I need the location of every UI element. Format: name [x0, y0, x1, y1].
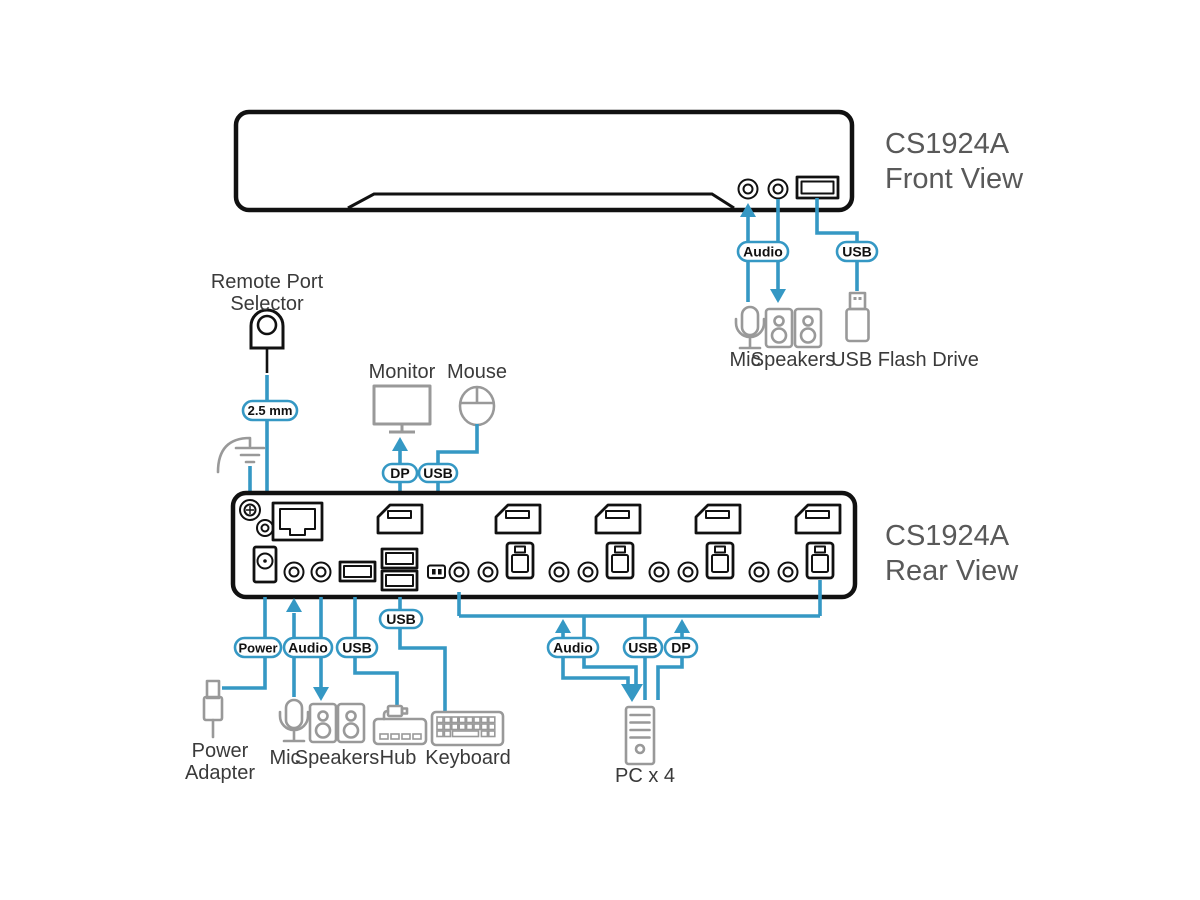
front-device — [233, 109, 855, 213]
pc-dp-pill: DP — [663, 636, 699, 659]
rear-title-line1: CS1924A — [885, 520, 1010, 552]
hub-usb-port — [338, 560, 377, 583]
front-audio-pill: Audio — [736, 240, 790, 263]
arrow-up-pc-dp — [674, 619, 690, 633]
pc-tower-icon — [624, 705, 656, 766]
svg-text:USB: USB — [386, 611, 416, 627]
keyboard-label: Keyboard — [425, 747, 511, 769]
arrow-up-monitor — [392, 437, 408, 451]
arrow-up-pc-audio — [555, 619, 571, 633]
front-recess — [347, 192, 735, 210]
svg-text:Power: Power — [238, 641, 277, 656]
svg-text:DP: DP — [390, 465, 409, 481]
flash-drive-label: USB Flash Drive — [831, 349, 979, 371]
rear-speakers-label: Speakers — [295, 747, 380, 769]
front-speaker1-icon — [764, 307, 794, 349]
front-speaker-port — [767, 178, 789, 200]
power-adapter-label1: Power — [192, 740, 249, 762]
lan-port — [271, 501, 324, 542]
remote-selector-label2: Selector — [230, 293, 304, 315]
front-mic-label: Mic — [729, 349, 760, 371]
console-dp-pill: DP — [381, 462, 419, 484]
monitor-icon — [372, 384, 432, 434]
monitor-label: Monitor — [369, 361, 436, 383]
front-speakers-label: Speakers — [751, 349, 836, 371]
svg-text:USB: USB — [423, 465, 453, 481]
rear-device — [230, 490, 858, 600]
front-title-line1: CS1924A — [885, 128, 1010, 160]
hub-icon — [372, 704, 428, 746]
console-usb-port-top — [380, 547, 419, 570]
keyboard-usb-pill: USB — [378, 608, 424, 630]
rear-mic-label: Mic — [269, 747, 300, 769]
arrow-down-rear-speakers — [313, 687, 329, 701]
front-title-line2: Front View — [885, 163, 1024, 195]
power-pill: Power — [233, 636, 283, 659]
pc-label: PC x 4 — [615, 765, 675, 787]
ground-screw — [239, 499, 261, 521]
power-jack — [252, 545, 278, 584]
arrow-down-front-speakers — [770, 289, 786, 303]
console-usb-port-bottom — [380, 569, 419, 592]
remote-port-jack — [256, 519, 274, 537]
text-labels: CS1924A Front View CS1924A Rear View Rem… — [185, 128, 1024, 787]
mouse-label: Mouse — [447, 361, 507, 383]
pc-bus-line — [457, 580, 822, 618]
plug-size-pill: 2.5 mm — [241, 399, 299, 422]
svg-text:USB: USB — [342, 640, 372, 656]
cable-pills: Audio USB 2.5 mm DP USB Power Audio USB — [233, 240, 879, 659]
front-usb-pill: USB — [835, 240, 879, 263]
console-dp-port — [376, 503, 424, 535]
console-mic-jack — [283, 561, 305, 583]
svg-text:USB: USB — [628, 640, 658, 656]
hub-usb-pill: USB — [335, 636, 379, 659]
svg-text:DP: DP — [671, 640, 690, 656]
svg-text:Audio: Audio — [553, 640, 593, 656]
usb-flash-drive-icon — [845, 291, 870, 343]
keyboard-icon — [430, 710, 505, 747]
front-speaker2-icon — [793, 307, 823, 349]
mouse-icon — [458, 385, 496, 427]
front-mic-port — [737, 178, 759, 200]
rear-audio-pill: Audio — [282, 636, 334, 659]
rear-speaker1-icon — [308, 702, 338, 744]
rear-title-line2: Rear View — [885, 555, 1019, 587]
remote-selector-label1: Remote Port — [211, 271, 324, 293]
power-adapter-label2: Adapter — [185, 762, 255, 784]
pc-usb-pill: USB — [622, 636, 664, 659]
svg-text:Audio: Audio — [288, 640, 328, 656]
svg-text:2.5 mm: 2.5 mm — [248, 403, 293, 418]
front-usb-port — [795, 175, 840, 200]
svg-text:Audio: Audio — [743, 244, 783, 260]
front-mic-icon — [734, 305, 766, 350]
arrow-up-rear-mic — [286, 598, 302, 612]
arrow-up-front-mic — [740, 203, 756, 217]
console-speaker-jack — [310, 561, 332, 583]
power-adapter-icon — [202, 679, 224, 739]
pc-audio-pill: Audio — [546, 636, 600, 659]
hub-label: Hub — [380, 747, 417, 769]
arrow-down-pc — [621, 684, 643, 702]
jumper-icon — [427, 564, 446, 579]
svg-text:USB: USB — [842, 244, 872, 260]
console-usb-pill: USB — [417, 462, 459, 484]
rear-mic-icon — [278, 698, 310, 743]
rear-speaker2-icon — [336, 702, 366, 744]
